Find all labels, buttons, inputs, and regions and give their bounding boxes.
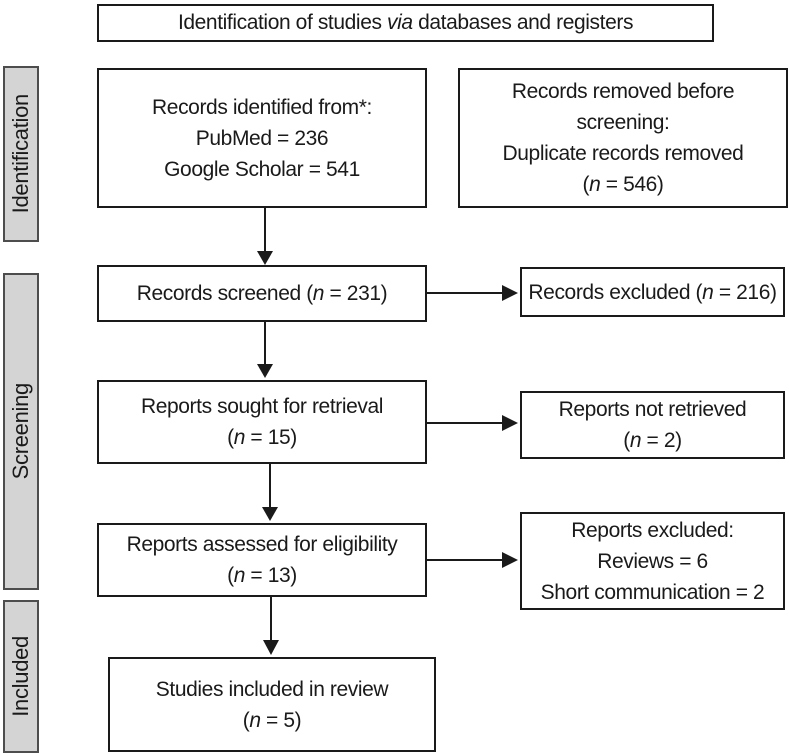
stage-screening-label: Screening (8, 383, 33, 480)
box-line: Reports excluded: (571, 518, 734, 542)
title-segment: databases and registers (412, 11, 634, 34)
text-segment: = 2) (641, 429, 683, 452)
box-line: Reports assessed for eligibility (126, 533, 398, 556)
text-segment: ( (227, 564, 234, 587)
stage-identification-label: Identification (8, 94, 33, 214)
n-italic: n (233, 426, 246, 449)
box-line: Reports sought for retrieval (140, 395, 384, 418)
text-segment: Records screened ( (136, 282, 313, 305)
n-italic: n (312, 282, 325, 305)
box-reports-assessed: Reports assessed for eligibility (n = 13… (97, 523, 427, 597)
box-line: (n = 15) (227, 422, 297, 453)
arrow-sought-to-not-retrieved (427, 415, 518, 431)
box-line: PubMed = 236 (195, 126, 329, 150)
diagram-title: Identification of studies via databases … (177, 11, 634, 35)
box-records-screened: Records screened (n = 231) (97, 265, 427, 322)
stage-identification: Identification (3, 66, 39, 242)
arrow-sought-to-assessed (262, 464, 278, 521)
stage-included: Included (3, 600, 39, 753)
arrow-identified-to-screened (257, 208, 273, 265)
text-segment: ( (227, 426, 234, 449)
text-segment: ( (242, 708, 250, 732)
n-italic: n (702, 280, 714, 304)
box-line: Records removed before (511, 80, 735, 103)
title-segment: Identification of studies (177, 11, 388, 34)
box-line: Records excluded (n = 216) (528, 277, 777, 308)
n-italic: n (233, 564, 246, 587)
text-segment: ( (623, 429, 630, 452)
arrow-screened-to-sought (257, 322, 273, 378)
box-line: (n = 2) (623, 425, 683, 456)
box-reports-sought: Reports sought for retrieval (n = 15) (97, 380, 427, 464)
text-segment: = 15) (244, 426, 297, 449)
box-line: Duplicate records removed (502, 142, 744, 165)
box-reports-not-retrieved: Reports not retrieved (n = 2) (520, 391, 785, 459)
box-line: Reviews = 6 (597, 549, 708, 573)
stage-included-label: Included (8, 636, 33, 717)
arrow-screened-to-records-excluded (427, 285, 518, 301)
box-line: Studies included in review (155, 677, 389, 701)
box-studies-included: Studies included in review (n = 5) (108, 657, 436, 752)
arrow-assessed-to-reports-excluded (427, 552, 518, 568)
text-segment: = 5) (260, 708, 302, 732)
text-segment: = 13) (244, 564, 297, 587)
text-segment: Records excluded ( (528, 280, 703, 304)
n-italic: n (629, 429, 642, 452)
diagram-title-box: Identification of studies via databases … (97, 4, 714, 42)
box-records-removed: Records removed before screening: Duplic… (458, 68, 788, 208)
box-reports-excluded: Reports excluded: Reviews = 6 Short comm… (520, 512, 785, 610)
box-records-identified: Records identified from*: PubMed = 236 G… (97, 68, 427, 208)
n-italic: n (589, 173, 601, 196)
title-italic-via: via (387, 11, 413, 34)
stage-screening: Screening (3, 273, 39, 590)
text-segment: = 216) (713, 280, 777, 304)
text-segment: ( (582, 173, 590, 196)
text-segment: = 546) (600, 173, 664, 196)
box-records-excluded: Records excluded (n = 216) (520, 267, 785, 317)
box-line: Reports not retrieved (558, 398, 747, 421)
box-line: screening: (576, 111, 670, 134)
arrow-assessed-to-included (263, 597, 279, 655)
box-line: Short communication = 2 (540, 580, 765, 604)
box-line: (n = 546) (582, 169, 663, 200)
box-line: (n = 13) (227, 560, 297, 591)
n-italic: n (249, 708, 261, 732)
box-line: Records identified from*: (152, 95, 372, 119)
box-line: Records screened (n = 231) (137, 278, 388, 309)
box-line: (n = 5) (242, 705, 302, 736)
text-segment: = 231) (324, 282, 388, 305)
box-line: Google Scholar = 541 (164, 157, 360, 181)
